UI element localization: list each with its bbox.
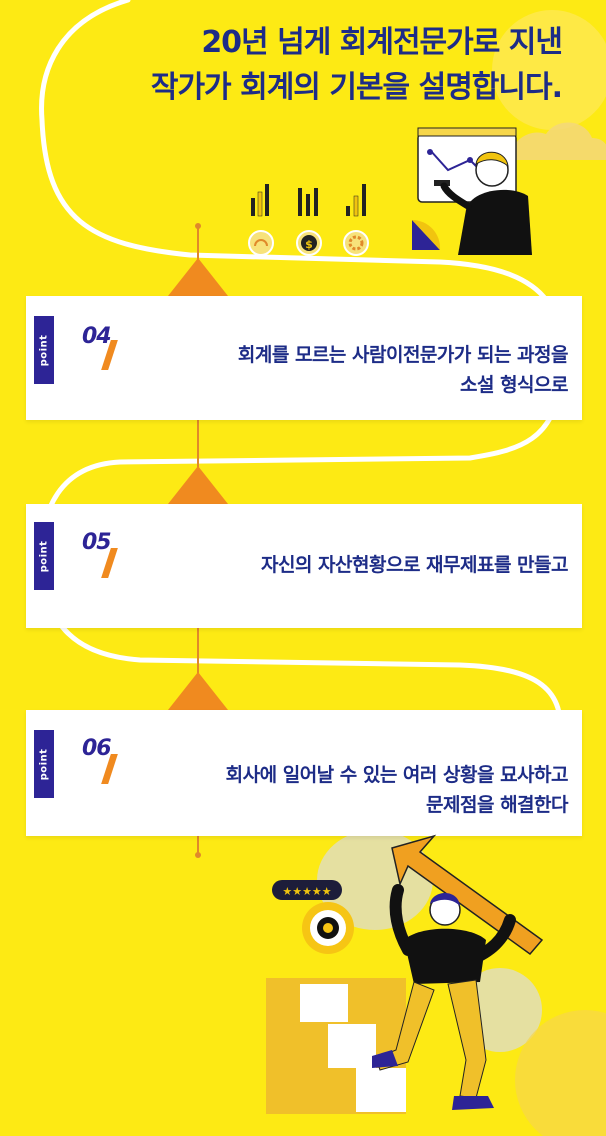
point-tag-label: point [38, 334, 50, 366]
cloud-bottom-left [317, 830, 433, 930]
headline-line1: 20년 넘게 회계전문가로 지낸 [201, 25, 563, 60]
point-number: 06 [82, 736, 112, 761]
point-tag: point [34, 316, 54, 384]
chevron-up-icon [168, 258, 228, 296]
point-text-line1: 자신의 자산현황으로 재무제표를 만들고 [260, 554, 569, 576]
chevron-up-icon [168, 672, 228, 710]
point-tag: point [34, 522, 54, 590]
winding-road [39, 0, 564, 743]
timeline-bottom-dot [195, 852, 201, 858]
point-text-line2: 소설 형식으로 [460, 374, 569, 396]
point-tag-label: point [38, 540, 50, 572]
headline-line2: 작가가 회계의 기본을 설명합니다. [150, 70, 563, 105]
sun-bottom-right [515, 1010, 606, 1136]
point-card-05: point 05 자신의 자산현황으로 재무제표를 만들고 [26, 504, 582, 628]
point-card-06: point 06 회사에 일어날 수 있는 여러 상황을 묘사하고 문제점을 해… [26, 710, 582, 836]
point-number: 04 [82, 324, 112, 349]
point-text-line1: 회계를 모르는 사람이전문가가 되는 과정을 [237, 344, 569, 366]
point-number: 05 [82, 530, 112, 555]
timeline-top-dot [195, 223, 201, 229]
chevron-up-icon [168, 466, 228, 504]
point-text: 회계를 모르는 사람이전문가가 되는 과정을 소설 형식으로 [237, 340, 569, 400]
point-text: 자신의 자산현황으로 재무제표를 만들고 [260, 550, 569, 580]
point-tag-label: point [38, 748, 50, 780]
headline: 20년 넘게 회계전문가로 지낸 작가가 회계의 기본을 설명합니다. [22, 20, 563, 110]
point-text: 회사에 일어날 수 있는 여러 상황을 묘사하고 문제점을 해결한다 [225, 760, 569, 820]
point-card-04: point 04 회계를 모르는 사람이전문가가 되는 과정을 소설 형식으로 [26, 296, 582, 420]
point-text-line1: 회사에 일어날 수 있는 여러 상황을 묘사하고 [225, 764, 569, 786]
cloud-top [510, 122, 606, 160]
sun-circle [492, 10, 606, 130]
point-tag: point [34, 730, 54, 798]
point-text-line2: 문제점을 해결한다 [426, 794, 568, 816]
